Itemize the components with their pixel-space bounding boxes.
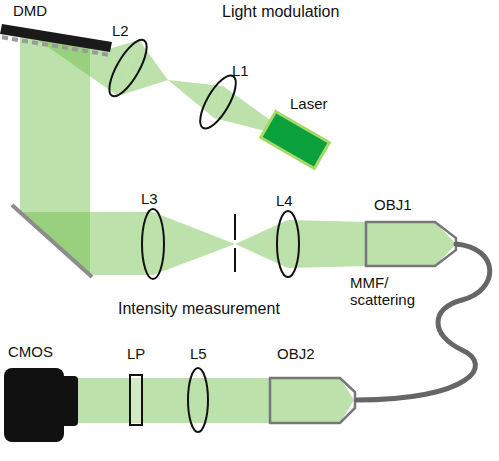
part-label: L5: [190, 345, 207, 362]
lens: [102, 35, 299, 432]
camera-box: CMOS: [8, 343, 53, 360]
part-label: LP: [127, 345, 145, 362]
polarizer: [130, 375, 142, 425]
node-label: Laser: [290, 95, 328, 112]
part-label: L3: [141, 190, 158, 207]
laser-box: Laser: [290, 95, 328, 112]
part-label: DMD: [13, 2, 47, 19]
objective: [270, 378, 355, 423]
light-beam: [20, 33, 456, 423]
part-label: OBJ2: [277, 345, 315, 362]
part-label: L4: [276, 192, 293, 209]
laser-source: [261, 112, 330, 169]
camera: [4, 368, 78, 442]
mirror: [12, 205, 92, 277]
multimode-fiber: [357, 244, 490, 400]
pinhole: [234, 214, 236, 272]
part-label: MMF/ scattering: [350, 274, 432, 309]
objective: [366, 222, 456, 266]
section-title: Light modulation: [222, 3, 339, 21]
part-label: OBJ1: [374, 196, 412, 213]
node-label: CMOS: [8, 343, 53, 360]
part-label: L2: [112, 22, 129, 39]
section-title: Intensity measurement: [118, 300, 280, 318]
dmd-chip: [0, 24, 112, 57]
part-label: L1: [232, 62, 249, 79]
